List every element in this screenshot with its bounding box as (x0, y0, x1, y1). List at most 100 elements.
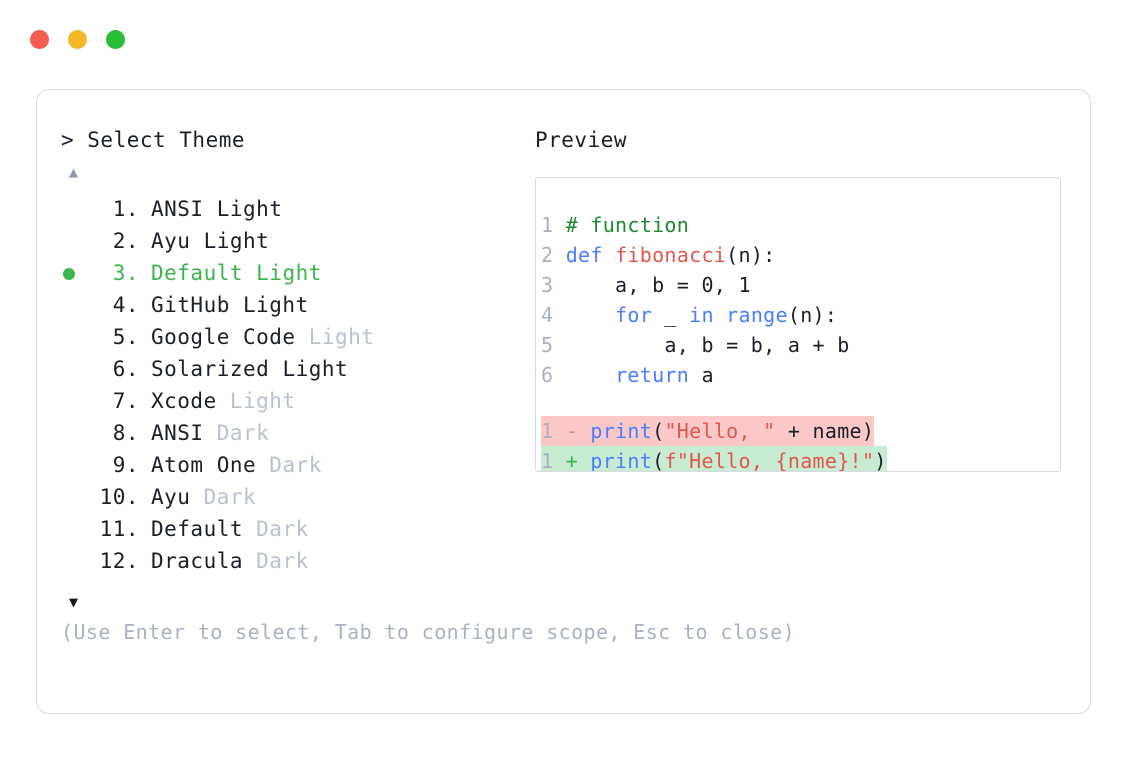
code-token: 0 (701, 273, 714, 297)
theme-item-label: Dracula Dark (151, 549, 309, 573)
theme-list-item[interactable]: 3. Default Light (61, 261, 531, 293)
code-line-number: 6 (541, 363, 566, 387)
theme-list-item[interactable]: 12. Dracula Dark (61, 549, 531, 581)
theme-item-label: Atom One Dark (151, 453, 322, 477)
code-token: fibonacci (615, 243, 727, 267)
theme-item-number: 1. (99, 197, 139, 221)
theme-picker-card: > Select Theme ▲ 1. ANSI Light 2.Ayu Ligh… (36, 89, 1091, 714)
theme-item-base-name: Xcode (151, 389, 217, 413)
theme-list-item[interactable]: 10. Ayu Dark (61, 485, 531, 517)
code-line-number: 2 (541, 243, 566, 267)
code-token: ( (652, 449, 665, 472)
theme-item-variant: Light (203, 197, 283, 221)
theme-item-base-name: Default (151, 261, 244, 285)
theme-list-item[interactable]: 5.Google Code Light (61, 325, 531, 357)
code-token (566, 303, 615, 327)
theme-item-number: 5. (99, 325, 139, 349)
theme-list-item[interactable]: 8. ANSI Dark (61, 421, 531, 453)
diff-line-del: 1 - print("Hello, " + name) (541, 416, 1060, 446)
theme-item-label: Default Light (151, 261, 322, 285)
theme-item-variant: Dark (190, 485, 257, 509)
theme-item-variant: Dark (256, 453, 322, 477)
keyboard-hint: (Use Enter to select, Tab to configure s… (61, 620, 796, 644)
code-token: ( (652, 419, 665, 443)
theme-item-base-name: Ayu (151, 229, 191, 253)
theme-item-label: Ayu Dark (151, 485, 256, 509)
code-line: 6 return a (541, 360, 1060, 390)
minimize-window-dot[interactable] (68, 30, 87, 49)
close-window-dot[interactable] (30, 30, 49, 49)
theme-item-label: GitHub Light (151, 293, 309, 317)
code-spacer (541, 390, 1060, 416)
code-token: def (565, 243, 616, 267)
diff-line-number: 1 (541, 419, 566, 443)
code-preview: 1 # function 2 def fibonacci (n): 3 a, b = … (541, 210, 1060, 472)
theme-list-item[interactable]: 2.Ayu Light (61, 229, 531, 261)
theme-list[interactable]: 1. ANSI Light 2.Ayu Light 3. Default Light… (61, 197, 531, 581)
theme-item-label: Default Dark (151, 517, 309, 541)
code-line: 4 for _ in range(n): (541, 300, 1060, 330)
theme-item-number: 12. (99, 549, 139, 573)
code-line: 1 # function (541, 210, 1060, 240)
code-token: return (615, 363, 690, 387)
code-line: 5 a, b = b, a + b (541, 330, 1060, 360)
theme-item-number: 9. (99, 453, 139, 477)
diff-line-number: 1 (541, 449, 566, 472)
code-token: in (689, 303, 714, 327)
theme-item-label: Ayu Light (151, 229, 269, 253)
theme-item-variant: Light (190, 229, 270, 253)
theme-item-base-name: Solarized (151, 357, 270, 381)
theme-item-variant: Light (243, 261, 322, 285)
diff-highlight: 1 + print(f"Hello, {name}!") (541, 446, 887, 472)
code-token: a, b = b, a + b (565, 333, 850, 357)
code-line-number: 5 (541, 333, 566, 357)
code-line-number: 3 (541, 273, 566, 297)
selected-bullet-icon (63, 268, 75, 280)
code-token: f"Hello, {name}!" (664, 449, 875, 472)
theme-item-label: Xcode Light (151, 389, 296, 413)
maximize-window-dot[interactable] (106, 30, 125, 49)
theme-list-item[interactable]: 9. Atom One Dark (61, 453, 531, 485)
theme-item-number: 6. (99, 357, 139, 381)
code-token: 1 (738, 273, 751, 297)
theme-selection-panel: > Select Theme ▲ 1. ANSI Light 2.Ayu Ligh… (61, 130, 531, 613)
selection-bullet-cell (61, 263, 91, 284)
theme-item-base-name: ANSI (151, 421, 204, 445)
theme-item-number: 4. (99, 293, 139, 317)
theme-item-label: ANSI Light (151, 197, 282, 221)
code-token (714, 303, 726, 327)
theme-item-base-name: Default (151, 517, 244, 541)
theme-item-number: 11. (99, 517, 139, 541)
scroll-up-icon[interactable]: ▲ (69, 163, 79, 181)
theme-item-variant: Dark (243, 549, 309, 573)
theme-list-item[interactable]: 1. ANSI Light (61, 197, 531, 229)
page-title: > Select Theme (61, 128, 246, 152)
theme-item-number: 8. (99, 421, 139, 445)
theme-item-base-name: Atom One (151, 453, 257, 477)
theme-item-number: 7. (99, 389, 139, 413)
theme-item-variant: Dark (243, 517, 309, 541)
theme-item-variant: Dark (203, 421, 270, 445)
code-line-number: 1 (541, 213, 566, 237)
theme-item-base-name: Dracula (151, 549, 244, 573)
theme-list-item[interactable]: 4. GitHub Light (61, 293, 531, 325)
theme-item-variant: Light (269, 357, 349, 381)
code-token: a, b = (565, 273, 702, 297)
code-token: (n): (787, 303, 838, 327)
theme-item-base-name: Google Code (151, 325, 296, 349)
theme-list-item[interactable]: 7. Xcode Light (61, 389, 531, 421)
theme-item-label: ANSI Dark (151, 421, 269, 445)
code-token: _ (652, 303, 690, 327)
theme-item-base-name: GitHub (151, 293, 230, 317)
scroll-down-icon[interactable]: ▼ (69, 593, 79, 611)
code-token: a (689, 363, 714, 387)
theme-item-variant: Light (216, 389, 296, 413)
theme-item-number: 3. (99, 261, 139, 285)
theme-item-base-name: Ayu (151, 485, 191, 509)
theme-list-item[interactable]: 11. Default Dark (61, 517, 531, 549)
theme-item-number: 10. (99, 485, 139, 509)
diff-line-add: 1 + print(f"Hello, {name}!") (541, 446, 1060, 472)
code-token: + name) (775, 419, 875, 443)
theme-list-item[interactable]: 6. Solarized Light (61, 357, 531, 389)
